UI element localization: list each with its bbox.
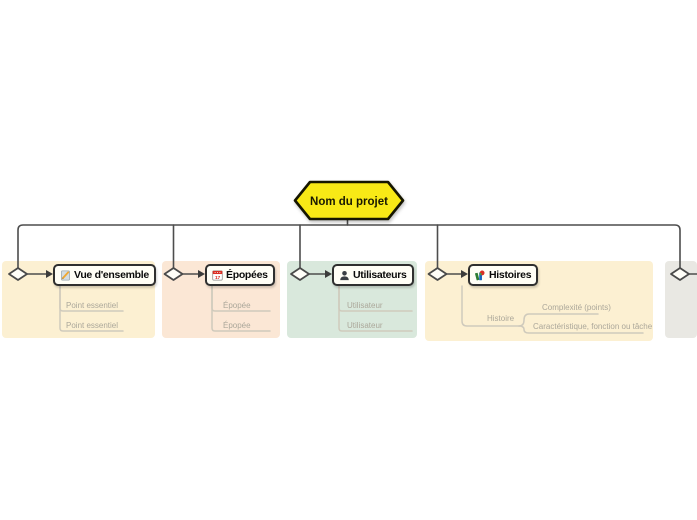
arrowhead-stories (461, 270, 468, 278)
child-branch-lines (59, 285, 644, 334)
node-epics[interactable]: 17 Épopées (205, 264, 275, 286)
collapse-toggle-stories[interactable] (427, 267, 448, 281)
child-topic-histoire[interactable]: Histoire (487, 314, 515, 323)
child-topic-point-essentiel-2[interactable]: Point essentiel (66, 321, 119, 330)
node-label: Vue d'ensemble (74, 269, 149, 281)
collapse-toggle-partial[interactable] (670, 267, 690, 281)
tree-rail-connector (17, 224, 681, 269)
child-topic-utilisateur-2[interactable]: Utilisateur (347, 321, 383, 330)
arrowhead-epics (198, 270, 205, 278)
root-node[interactable]: Nom du projet (293, 180, 405, 221)
root-hexagon-shape[interactable] (293, 180, 405, 221)
child-topic-caracteristique[interactable]: Caractéristique, fonction ou tâche (533, 322, 653, 331)
collapse-toggle-overview[interactable] (8, 267, 28, 281)
root-label: Nom du projet (310, 196, 388, 208)
child-topic-epopee-1[interactable]: Épopée (223, 301, 251, 310)
child-topic-point-essentiel-1[interactable]: Point essentiel (66, 301, 119, 310)
node-label: Utilisateurs (353, 269, 407, 281)
node-label: Histoires (489, 269, 532, 281)
calendar-icon: 17 (212, 270, 223, 281)
arrowhead-overview (46, 270, 53, 278)
arrowheads (46, 270, 468, 278)
child-topic-epopee-2[interactable]: Épopée (223, 321, 251, 330)
node-stories[interactable]: Histoires (468, 264, 539, 286)
node-overview[interactable]: Vue d'ensemble (53, 264, 156, 286)
collapse-toggle-users[interactable] (290, 267, 310, 281)
user-icon (339, 270, 350, 281)
books-icon (475, 270, 486, 281)
collapse-toggle-epics[interactable] (163, 267, 184, 281)
calendar-day-number: 17 (215, 274, 220, 280)
node-users[interactable]: Utilisateurs (332, 264, 414, 286)
node-label: Épopées (226, 269, 268, 281)
memo-pencil-icon (60, 270, 71, 281)
child-topic-utilisateur-1[interactable]: Utilisateur (347, 301, 383, 310)
tree-connectors (17, 217, 697, 275)
child-topic-complexite[interactable]: Complexité (points) (542, 303, 611, 312)
arrowhead-users (325, 270, 332, 278)
